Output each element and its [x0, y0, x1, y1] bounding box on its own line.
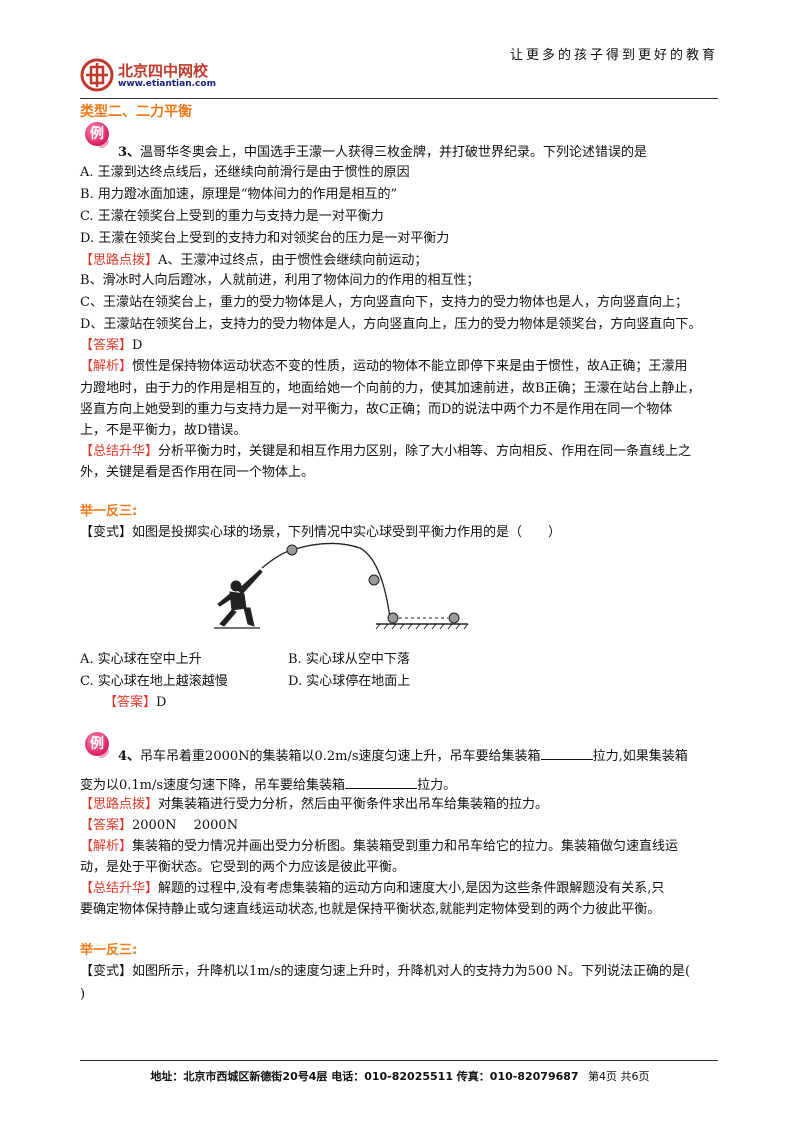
practice1-option-c: C. 实心球在地上越滚越慢	[80, 674, 228, 689]
q3-hint-line-4: D、王濛站在领奖台上，支持力的受力物体是人，方向竖直向上，压力的受力物体是领奖台…	[80, 317, 702, 332]
shot-put-figure	[200, 538, 480, 634]
q3-hint-line-2: B、滑冰时人向后蹬冰，人就前进，利用了物体间力的作用的相互性；	[80, 273, 480, 288]
q3-option-c: C. 王濛在领奖台上受到的重力与支持力是一对平衡力	[80, 209, 384, 224]
q3-summary-line-2: 外，关键是看是否作用在同一个物体上。	[80, 465, 315, 480]
q3-hint-line-1: 【思路点拨】A、王濛冲过终点，由于惯性会继续向前运动；	[80, 253, 428, 268]
q4-question-line-2: 变为以0.1m/s速度匀速下降，吊车要给集装箱拉力。	[80, 775, 456, 795]
example-badge-icon-2: 例	[85, 732, 109, 758]
practice2-question-end: )	[80, 987, 86, 1002]
practice2-question: 【变式】如图所示，升降机以1m/s的速度匀速上升时，升降机对人的支持力为500 …	[80, 964, 691, 979]
q3-analysis-line-1: 【解析】惯性是保持物体运动状态不变的性质，运动的物体不能立即停下来是由于惯性，故…	[80, 359, 688, 374]
q4-summary-line-1: 【总结升华】解题的过程中,没有考虑集装箱的运动方向和速度大小,是因为这些条件跟解…	[80, 881, 665, 896]
q4-analysis-line-2: 动，是处于平衡状态。它受到的两个力应该是彼此平衡。	[80, 860, 406, 875]
header-divider	[80, 98, 718, 99]
q4-hint: 【思路点拨】对集装箱进行受力分析，然后由平衡条件求出吊车给集装箱的拉力。	[80, 797, 549, 812]
q3-analysis-line-2: 力蹬地时，由于力的作用是相互的，地面给她一个向前的力，使其加速前进，故B正确；王…	[80, 381, 701, 396]
q3-option-b: B. 用力蹬冰面加速，原理是“物体间力的作用是相互的”	[80, 187, 398, 202]
footer-divider	[80, 1060, 718, 1061]
q4-analysis-line-1: 【解析】集装箱的受力情况并画出受力分析图。集装箱受到重力和吊车给它的拉力。集装箱…	[80, 839, 679, 854]
q3-question: 3、温哥华冬奥会上，中国选手王濛一人获得三枚金牌，并打破世界纪录。下列论述错误的…	[118, 145, 648, 160]
section-title: 类型二、二力平衡	[80, 104, 192, 120]
practice2-title: 举一反三:	[80, 943, 138, 958]
practice1-question: 【变式】如图是投掷实心球的场景，下列情况中实心球受到平衡力作用的是（ ）	[80, 525, 562, 540]
footer-address: 地址：北京市西城区新德街20号4层 电话：010-82025511 传真：010…	[150, 1070, 579, 1083]
logo-url: www.etiantian.com	[118, 79, 216, 89]
q3-option-d: D. 王濛在领奖台上受到的支持力和对领奖台的压力是一对平衡力	[80, 231, 450, 246]
header: 北京四中网校 www.etiantian.com 让更多的孩子得到更好的教育	[78, 44, 718, 100]
practice1-option-d: D. 实心球停在地面上	[288, 674, 411, 689]
q3-analysis-line-4: 上，不是平衡力，故D错误。	[80, 423, 247, 438]
q4-answer: 【答案】2000N 2000N	[80, 818, 239, 833]
footer: 地址：北京市西城区新德街20号4层 电话：010-82025511 传真：010…	[0, 1068, 800, 1084]
q4-summary-line-2: 要确定物体保持静止或匀速直线运动状态,也就是保持平衡状态,就能判定物体受到的两个…	[80, 902, 661, 917]
q3-summary-line-1: 【总结升华】分析平衡力时，关键是和相互作用力区别，除了大小相等、方向相反、作用在…	[80, 444, 692, 459]
q3-analysis-line-3: 竖直方向上她受到的重力与支持力是一对平衡力，故C正确；而D的说法中两个力不是作用…	[80, 402, 673, 417]
q3-answer: 【答案】D	[80, 338, 143, 353]
footer-page: 第4页 共6页	[588, 1070, 650, 1083]
practice1-option-b: B. 实心球从空中下落	[288, 652, 410, 667]
q3-hint-line-3: C、王濛站在领奖台上，重力的受力物体是人，方向竖直向下，支持力的受力物体也是人，…	[80, 295, 688, 310]
logo-icon	[80, 58, 114, 92]
q4-blank-1[interactable]	[540, 746, 593, 760]
practice1-answer: 【答案】D	[104, 695, 167, 710]
logo-text: 北京四中网校	[118, 62, 209, 80]
q4-blank-2[interactable]	[345, 775, 418, 789]
q4-question-line-1: 4、吊车吊着重2000N的集装箱以0.2m/s速度匀速上升，吊车要给集装箱拉力,…	[118, 746, 688, 766]
practice1-title: 举一反三:	[80, 504, 138, 519]
header-slogan: 让更多的孩子得到更好的教育	[509, 48, 718, 63]
practice1-option-a: A. 实心球在空中上升	[80, 652, 202, 667]
q3-option-a: A. 王濛到达终点线后，还继续向前滑行是由于惯性的原因	[80, 165, 410, 180]
example-badge-icon: 例	[85, 122, 109, 148]
